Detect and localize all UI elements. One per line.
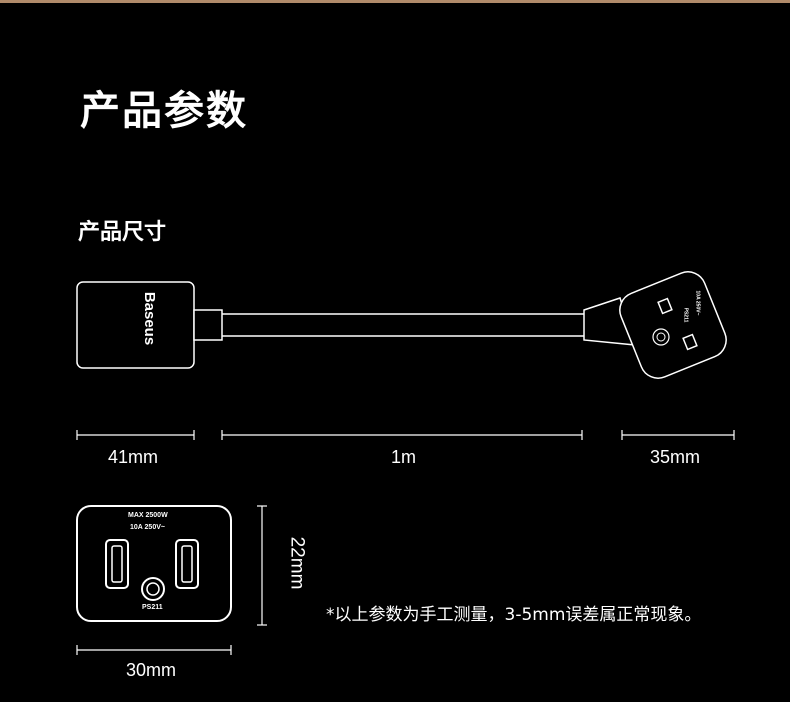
plug-pin-top [657, 297, 673, 315]
dimension-plug-width [621, 430, 735, 440]
brand-logo-text: Baseus [141, 291, 159, 346]
label-cable-length: 1m [391, 447, 417, 467]
plug-rating-label: 10A 250V~ [694, 290, 701, 316]
measurement-note: *以上参数为手工测量，3-5mm误差属正常现象。 [326, 605, 702, 625]
socket-rating-max: MAX 2500W [128, 512, 168, 519]
socket-strain-relief [193, 309, 223, 341]
plug-pin-bottom [682, 333, 698, 351]
dimension-socket-width [76, 430, 195, 440]
label-plug-width: 35mm [650, 447, 701, 467]
socket-body [76, 281, 195, 369]
top-accent-line [0, 0, 790, 3]
socket-slot-left [105, 539, 129, 589]
plug-ccc-mark [652, 328, 670, 346]
label-front-width: 30mm [126, 660, 177, 680]
socket-slot-right [175, 539, 199, 589]
dimension-front-height [257, 505, 267, 626]
section-title: 产品尺寸 [78, 220, 167, 245]
label-front-height: 22mm [286, 536, 308, 590]
dimension-cable-length [221, 430, 583, 440]
socket-rating-current: 10A 250V~ [130, 524, 165, 531]
socket-model-label: PS211 [142, 604, 163, 611]
plug-model-label: PS211 [682, 307, 689, 323]
label-socket-width: 41mm [108, 447, 159, 467]
dimension-front-width [76, 645, 232, 655]
page-title: 产品参数 [80, 88, 248, 134]
socket-ccc-mark [141, 577, 165, 601]
plug-head [619, 271, 727, 379]
socket-front-face [76, 505, 232, 622]
